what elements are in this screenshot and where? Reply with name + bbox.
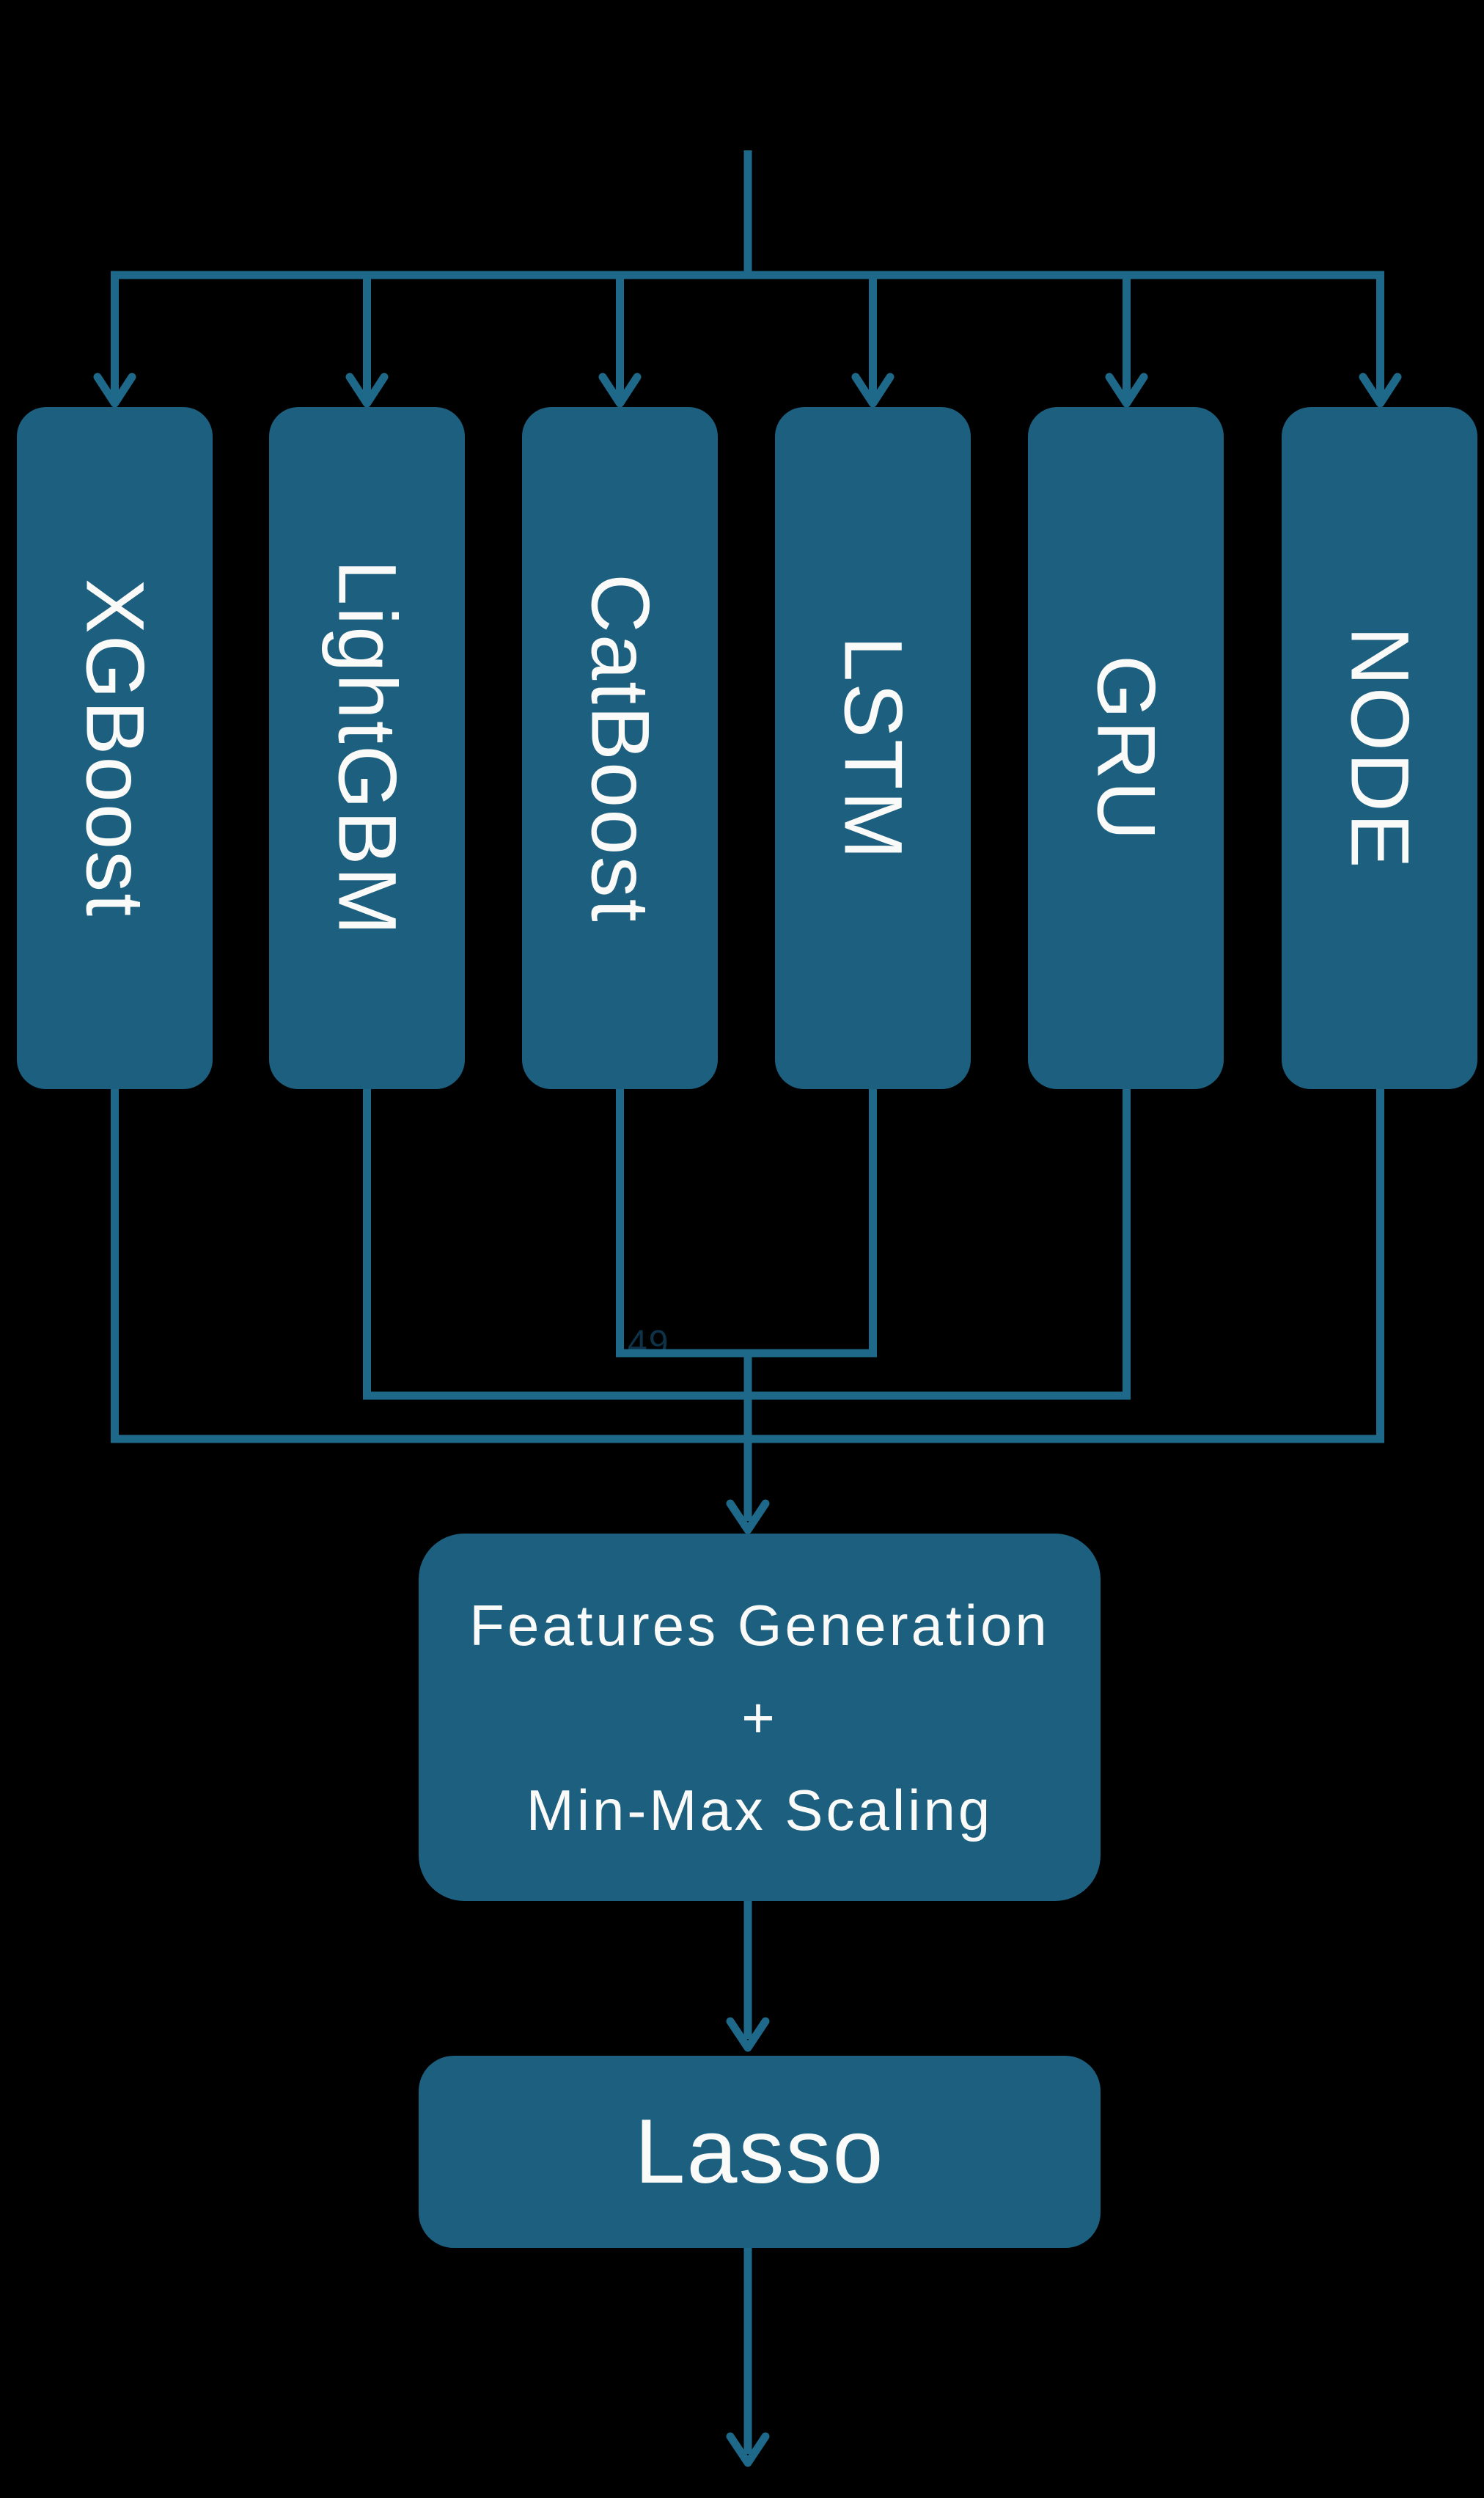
model-label-lightgbm: LightGBM xyxy=(321,560,414,937)
fan-out-rail xyxy=(111,271,1384,396)
features-box-line1: Features Generation xyxy=(469,1592,1050,1658)
model-box-gru: GRU xyxy=(1028,407,1224,1089)
arrowhead-icon-lightgbm xyxy=(345,373,389,408)
merge-bracket-inner xyxy=(616,1089,877,1358)
arrowhead-icon-node xyxy=(1359,373,1402,408)
arrowhead-icon-catboost xyxy=(598,373,642,408)
lasso-box-label: Lasso xyxy=(634,2101,885,2202)
model-label-node: NODE xyxy=(1334,626,1426,870)
model-box-xgboost: XGBoost xyxy=(17,407,213,1089)
model-label-lstm: LSTM xyxy=(827,635,919,861)
arrowhead-icon-features xyxy=(726,1499,770,1534)
model-label-catboost: CatBoost xyxy=(574,573,666,923)
arrowhead-icon-lstm xyxy=(851,373,895,408)
lasso-box: Lasso xyxy=(419,2056,1101,2248)
model-box-lightgbm: LightGBM xyxy=(269,407,465,1089)
model-label-gru: GRU xyxy=(1080,654,1172,842)
arrowhead-icon-lasso xyxy=(726,2017,770,2052)
arrowhead-icon-xgboost xyxy=(93,373,136,408)
model-box-node: NODE xyxy=(1282,407,1477,1089)
arrowhead-icon-output xyxy=(726,2432,770,2467)
features-box-line3: Min-Max Scaling xyxy=(526,1777,993,1842)
features-box-plus: + xyxy=(741,1685,778,1750)
model-box-lstm: LSTM xyxy=(775,407,971,1089)
model-label-xgboost: XGBoost xyxy=(69,578,161,918)
model-box-catboost: CatBoost xyxy=(522,407,718,1089)
arrowhead-icon-gru xyxy=(1105,373,1148,408)
features-generation-box: Features Generation + Min-Max Scaling xyxy=(419,1534,1101,1901)
